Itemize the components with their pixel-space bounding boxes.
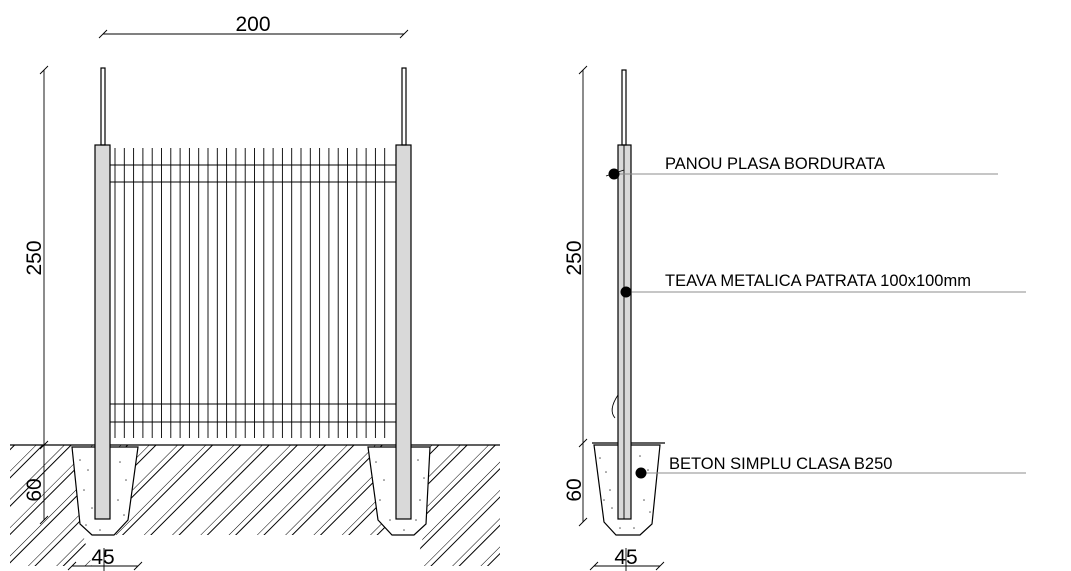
speckle xyxy=(379,499,381,501)
speckle xyxy=(619,527,621,529)
speckle xyxy=(123,514,125,516)
speckle xyxy=(599,457,601,459)
speckle xyxy=(125,479,127,481)
speckle xyxy=(605,471,607,473)
depth-dimension: 60 xyxy=(23,445,49,525)
speckle xyxy=(423,477,425,479)
speckle xyxy=(417,459,419,461)
speckle xyxy=(403,529,405,531)
callout-panel: PANOU PLASA BORDURATA xyxy=(605,155,998,180)
callout-post: TEAVA METALICA PATRATA 100x100mm xyxy=(620,272,1026,298)
speckle xyxy=(79,459,81,461)
side-height-dimension: 250 xyxy=(563,65,588,448)
speckle xyxy=(99,529,101,531)
side-fence-post xyxy=(617,144,632,520)
speckle xyxy=(87,469,89,471)
speckle xyxy=(603,499,605,501)
callout-dot xyxy=(608,168,620,180)
side-depth-dimension: 60 xyxy=(563,443,588,527)
concrete-footing-left xyxy=(71,446,139,536)
callout-label-concrete: BETON SIMPLU CLASA B250 xyxy=(669,455,892,473)
callout-label-post: TEAVA METALICA PATRATA 100x100mm xyxy=(665,272,971,290)
side-post-extension xyxy=(621,69,627,146)
speckle xyxy=(83,489,85,491)
post-extension-left xyxy=(100,67,106,146)
concrete-footing-right xyxy=(367,446,431,536)
side-panel-edge xyxy=(611,394,619,419)
speckle xyxy=(647,469,649,471)
speckle xyxy=(643,499,645,501)
fence-post-left xyxy=(94,144,111,520)
concrete-speckles xyxy=(79,459,425,531)
speckle xyxy=(375,461,377,463)
side-concrete-speckles xyxy=(599,455,651,529)
post-extension-right xyxy=(401,67,407,146)
speckle xyxy=(383,479,385,481)
speckle xyxy=(117,499,119,501)
side-depth-dimension-label: 60 xyxy=(563,478,586,501)
height-dimension-label: 250 xyxy=(23,240,46,275)
panel-rails xyxy=(106,164,400,423)
width-dimension: 200 xyxy=(98,13,409,39)
side-view: 250 60 45 PANOU PLASA BORDURATA TEAVA ME… xyxy=(563,65,1026,571)
width-dimension-label: 200 xyxy=(235,13,270,36)
callout-label-panel: PANOU PLASA BORDURATA xyxy=(665,155,885,173)
callout-dot xyxy=(620,286,632,298)
fence-post-right xyxy=(395,144,412,520)
depth-dimension-label: 60 xyxy=(23,478,46,501)
speckle xyxy=(415,519,417,521)
side-height-dimension-label: 250 xyxy=(563,240,586,275)
speckle xyxy=(649,511,651,513)
side-footing-dimension: 45 xyxy=(589,546,665,571)
speckle xyxy=(389,519,391,521)
speckle xyxy=(611,507,613,509)
footing-dimension: 45 xyxy=(67,546,143,571)
speckle xyxy=(85,524,87,526)
speckle xyxy=(91,507,93,509)
callout-dot xyxy=(635,467,647,479)
speckle xyxy=(633,527,635,529)
footing-dimension-label: 45 xyxy=(91,546,114,569)
side-footing-dimension-label: 45 xyxy=(614,546,637,569)
front-view: 200 250 60 45 xyxy=(10,13,500,571)
speckle xyxy=(419,499,421,501)
height-dimension: 250 xyxy=(23,65,49,450)
speckle xyxy=(639,455,641,457)
speckle xyxy=(119,461,121,463)
panel-pickets xyxy=(114,148,386,438)
side-concrete-footing xyxy=(593,444,661,536)
speckle xyxy=(609,489,611,491)
callout-concrete: BETON SIMPLU CLASA B250 xyxy=(635,455,1026,479)
